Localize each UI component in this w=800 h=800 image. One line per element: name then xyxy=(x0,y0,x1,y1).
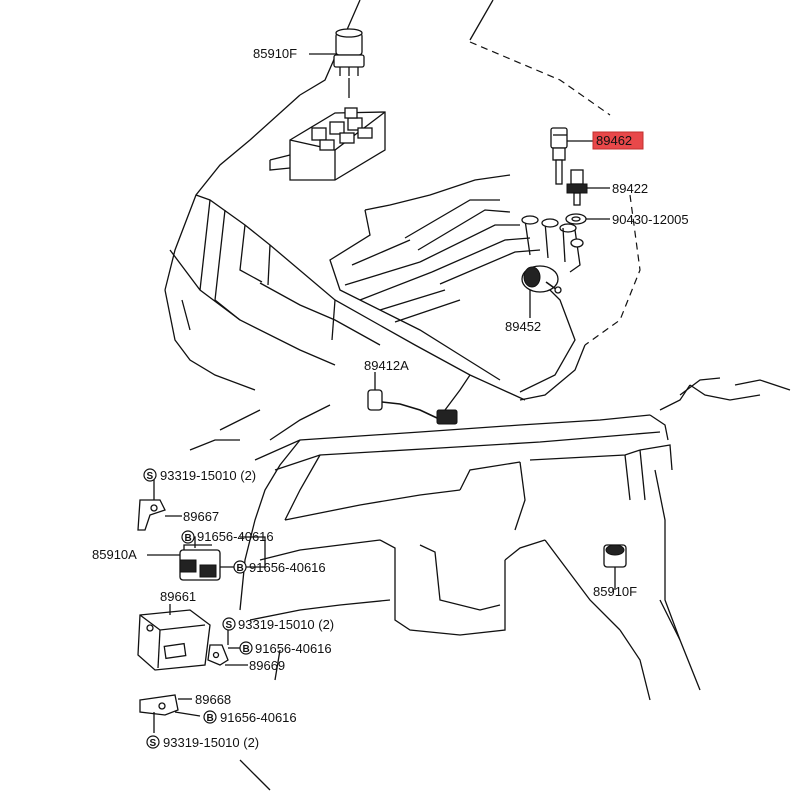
svg-text:B: B xyxy=(243,644,250,655)
label-93319-15010-1[interactable]: 93319-15010 (2) xyxy=(160,468,256,483)
bracket-89667[interactable] xyxy=(137,499,166,531)
gasket-90430[interactable] xyxy=(565,213,587,248)
label-85910a[interactable]: 85910A xyxy=(92,547,137,562)
relay-85910f-top[interactable] xyxy=(333,28,365,98)
relay-block xyxy=(269,107,386,181)
svg-text:B: B xyxy=(185,533,192,544)
svg-text:S: S xyxy=(226,620,233,631)
label-89669[interactable]: 89669 xyxy=(249,658,285,673)
badge-s-3: S xyxy=(146,735,160,749)
intake-runners xyxy=(344,199,581,323)
sensor-89422[interactable] xyxy=(566,169,588,206)
label-89667[interactable]: 89667 xyxy=(183,509,219,524)
throttle-sensor-89452[interactable] xyxy=(521,265,562,294)
label-93319-15010-2[interactable]: 93319-15010 (2) xyxy=(238,617,334,632)
label-89661[interactable]: 89661 xyxy=(160,589,196,604)
bracket-89669[interactable] xyxy=(207,644,229,666)
svg-text:B: B xyxy=(237,563,244,574)
ecu-89661[interactable] xyxy=(137,609,211,671)
leader-lines xyxy=(147,53,614,733)
svg-text:B: B xyxy=(207,713,214,724)
label-91656-40616-1[interactable]: 91656-40616 xyxy=(197,529,274,544)
highlight-box xyxy=(592,131,644,150)
label-91656-40616-2[interactable]: 91656-40616 xyxy=(249,560,326,575)
label-91656-40616-4[interactable]: 91656-40616 xyxy=(220,710,297,725)
badge-s-2: S xyxy=(222,617,236,631)
svg-text:S: S xyxy=(150,738,157,749)
label-85910f-dash[interactable]: 85910F xyxy=(593,584,637,599)
badge-b-4: B xyxy=(203,710,217,724)
badge-b-3: B xyxy=(239,641,253,655)
label-89412a[interactable]: 89412A xyxy=(364,358,409,373)
vehicle-body-outline xyxy=(164,0,641,411)
bracket-89668[interactable] xyxy=(139,694,179,716)
sensor-89462[interactable] xyxy=(550,127,568,185)
dashboard-outline xyxy=(189,377,791,791)
label-89462[interactable]: 89462 xyxy=(596,133,632,148)
label-93319-15010-3[interactable]: 93319-15010 (2) xyxy=(163,735,259,750)
callout-labels: 85910F 89462 89422 90430-12005 89452 894… xyxy=(92,46,689,750)
label-90430-12005[interactable]: 90430-12005 xyxy=(612,212,689,227)
badge-b-1: B xyxy=(181,530,195,544)
badge-s-1: S xyxy=(143,468,157,482)
label-91656-40616-3[interactable]: 91656-40616 xyxy=(255,641,332,656)
label-85910f-top[interactable]: 85910F xyxy=(253,46,297,61)
relay-85910f-dash[interactable] xyxy=(603,544,627,590)
badge-b-2: B xyxy=(233,560,247,574)
label-89452[interactable]: 89452 xyxy=(505,319,541,334)
oxygen-sensor-89412a[interactable] xyxy=(367,389,458,425)
svg-text:S: S xyxy=(147,471,154,482)
label-89422[interactable]: 89422 xyxy=(612,181,648,196)
relay-85910a[interactable] xyxy=(179,544,221,581)
label-89668[interactable]: 89668 xyxy=(195,692,231,707)
